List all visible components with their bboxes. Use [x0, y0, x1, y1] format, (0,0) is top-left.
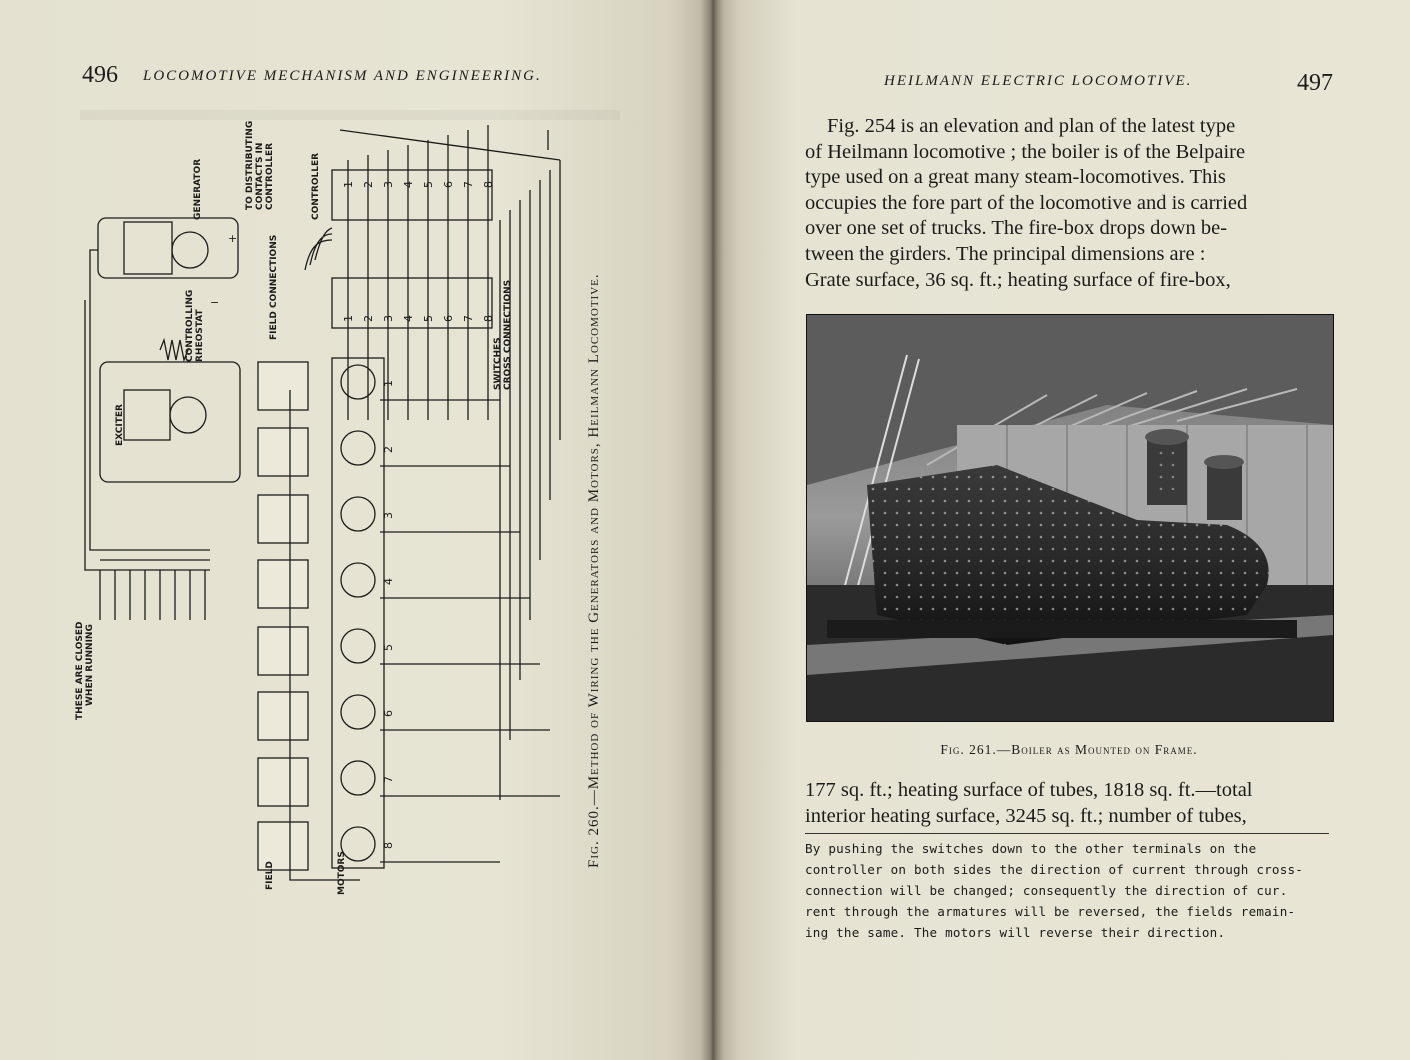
text-line: type used on a great many steam-locomoti…: [805, 166, 1226, 189]
switch-number: 8: [482, 315, 495, 322]
left-running-title: LOCOMOTIVE MECHANISM AND ENGINEERING.: [143, 68, 542, 84]
contacts-in-label: CONTACTS IN: [255, 143, 265, 210]
generator-armature-icon: [171, 231, 209, 269]
controller-line-label: CONTROLLER: [265, 143, 275, 210]
cross-connections-label: CROSS CONNECTIONS: [503, 280, 513, 390]
figure-261-caption: Fig. 261.—Boiler as Mounted on Frame.: [940, 742, 1198, 757]
rheostat-label: RHEOSTAT: [195, 309, 205, 362]
text-line: Grate surface, 36 sq. ft.; heating surfa…: [805, 268, 1231, 291]
generator-field-coil: [123, 221, 173, 275]
continuation-paragraph: 177 sq. ft.; heating surface of tubes, 1…: [805, 778, 1328, 829]
right-running-title: HEILMANN ELECTRIC LOCOMOTIVE.: [884, 73, 1193, 89]
footnote-rule: [805, 833, 1329, 834]
exciter-armature-icon: [169, 396, 207, 434]
right-page-number: 497: [1297, 70, 1333, 96]
switch-number: 4: [402, 315, 415, 322]
plus-sign: +: [228, 232, 237, 245]
text-line: over one set of trucks. The fire-box dro…: [805, 217, 1228, 240]
motor-number: 7: [382, 776, 395, 783]
generator-outline: [97, 217, 239, 279]
right-page: HEILMANN ELECTRIC LOCOMOTIVE. 497 Fig. 2…: [712, 0, 1410, 1060]
controller-number: 2: [362, 181, 375, 188]
motor-number: 6: [382, 710, 395, 717]
controller-number: 5: [422, 181, 435, 188]
these-closed-label: THESE ARE CLOSED: [75, 621, 85, 720]
switch-number: 6: [442, 315, 455, 322]
controller-number: 8: [482, 181, 495, 188]
motor-number: 5: [382, 644, 395, 651]
field-connections-label: FIELD CONNECTIONS: [269, 235, 279, 340]
horizontal-motor-wires: [380, 399, 560, 863]
text-line: tween the girders. The principal dimensi…: [805, 242, 1206, 265]
controller-label: CONTROLLER: [311, 153, 321, 220]
note-line: connection will be changed; consequently…: [805, 883, 1288, 898]
text-line: interior heating surface, 3245 sq. ft.; …: [805, 804, 1247, 827]
switch-number: 1: [342, 315, 355, 322]
footnote: By pushing the switches down to the othe…: [805, 838, 1329, 943]
text-line: of Heilmann locomotive ; the boiler is o…: [805, 140, 1246, 163]
switch-number: 5: [422, 315, 435, 322]
controller-vertical-wires: [347, 125, 489, 420]
text-line: 177 sq. ft.; heating surface of tubes, 1…: [805, 779, 1253, 801]
motor-number: 1: [382, 380, 395, 387]
wiring-diagram: GENERATOR TO DISTRIBUTING CONTACTS IN CO…: [75, 121, 561, 895]
motor-number: 3: [382, 512, 395, 519]
exciter-label: EXCITER: [115, 404, 125, 446]
text-line: occupies the fore part of the locomotive…: [805, 191, 1248, 214]
bleed-through: [80, 110, 620, 150]
motor-armatures: [340, 364, 376, 862]
left-page-number: 496: [82, 62, 118, 88]
when-running-label: WHEN RUNNING: [85, 624, 95, 706]
controller-block: [331, 169, 493, 221]
motor-number: 2: [382, 446, 395, 453]
note-line: rent through the armatures will be rever…: [805, 904, 1296, 919]
boiler-photograph: [806, 314, 1334, 722]
controller-number: 7: [462, 181, 475, 188]
right-return-wires: [339, 129, 561, 800]
minus-sign: −: [210, 296, 219, 309]
note-line: ing the same. The motors will reverse th…: [805, 925, 1226, 940]
left-page: 496 LOCOMOTIVE MECHANISM AND ENGINEERING…: [0, 0, 712, 1060]
motor-number: 8: [382, 842, 395, 849]
controller-number: 6: [442, 181, 455, 188]
diagram-labels: GENERATOR TO DISTRIBUTING CONTACTS IN CO…: [75, 121, 513, 895]
switch-number: 7: [462, 315, 475, 322]
note-line: By pushing the switches down to the othe…: [805, 841, 1257, 856]
switch-block: [331, 277, 493, 329]
controller-number-labels: 1 2 3 4 5 6 7 8: [342, 181, 495, 188]
figure-260-caption: Fig. 260.—Method of Wiring the Generator…: [586, 273, 602, 868]
book-gutter: [700, 0, 724, 1060]
exciter-field-coil: [123, 389, 171, 441]
to-distributing-label: TO DISTRIBUTING: [245, 121, 255, 210]
body-paragraph: Fig. 254 is an elevation and plan of the…: [805, 114, 1328, 293]
note-line: controller on both sides the direction o…: [805, 862, 1304, 877]
controller-number: 4: [402, 181, 415, 188]
exciter-outline: [99, 361, 241, 483]
rheostat-icon: [159, 337, 189, 363]
boiler-photo-image: [807, 315, 1333, 721]
controlling-label: CONTROLLING: [185, 290, 195, 362]
field-label: FIELD: [265, 861, 275, 890]
switch-number: 2: [362, 315, 375, 322]
generator-label: GENERATOR: [193, 159, 203, 220]
text-line: Fig. 254 is an elevation and plan of the…: [827, 115, 1236, 137]
controller-number: 1: [342, 181, 355, 188]
motors-label: MOTORS: [337, 851, 347, 895]
field-coils: [257, 361, 309, 871]
switch-number-labels: 1 2 3 4 5 6 7 8: [342, 315, 495, 322]
motor-number-labels: 1 2 3 4 5 6 7 8: [382, 380, 395, 849]
switch-number: 3: [382, 315, 395, 322]
switches-label: SWITCHES: [493, 337, 503, 390]
controller-number: 3: [382, 181, 395, 188]
motor-number: 4: [382, 578, 395, 585]
